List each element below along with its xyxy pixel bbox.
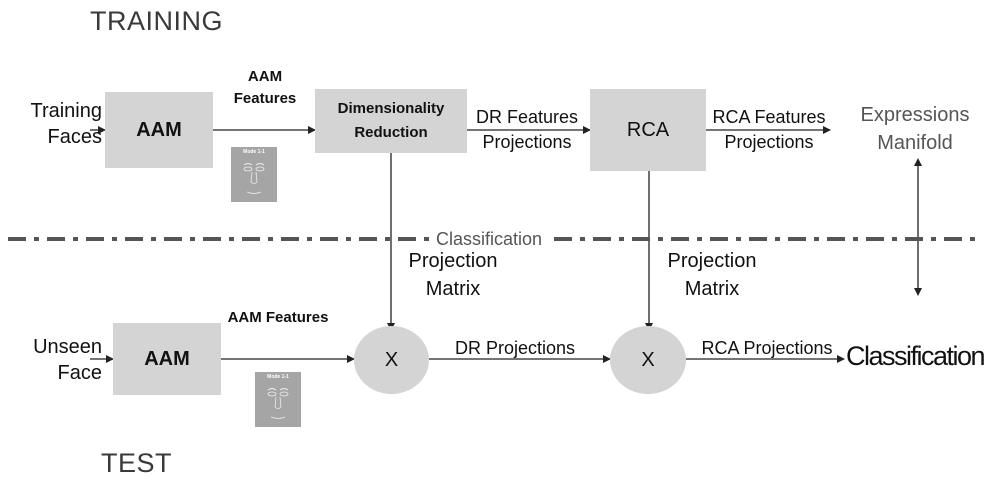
aam-training-box: AAM (105, 92, 213, 168)
training-heading: TRAINING (90, 6, 224, 36)
aam-face-thumbnail-test: Mode 1-1 (255, 372, 301, 427)
unseen-face-label: Unseen Face (33, 336, 102, 384)
dr-projection-matrix-label: Projection Matrix (408, 250, 498, 300)
aam-face-thumbnail-training: Mode 1-1 (231, 147, 277, 202)
multiply-node-rca: X (610, 326, 686, 394)
face-mesh-icon (267, 388, 289, 419)
training-faces-label: Training Faces (30, 100, 102, 148)
classification-output-label: Classification (846, 341, 986, 371)
thumbnail-caption: Mode 1-1 (267, 374, 289, 380)
classification-divider-label: Classification (430, 228, 549, 250)
rca-projection-matrix-label: Projection Matrix (667, 250, 757, 300)
multiply-node-dr: X (354, 326, 429, 394)
test-heading: TEST (101, 448, 173, 478)
dr-features-projections-label: DR Features Projections (475, 107, 579, 152)
dr-projections-label: DR Projections (454, 338, 576, 358)
rca-projections-label: RCA Projections (701, 338, 833, 358)
expressions-manifold-label: Expressions Manifold (860, 104, 970, 154)
aam-test-box: AAM (113, 323, 221, 395)
face-mesh-icon (243, 163, 265, 194)
rca-box: RCA (590, 89, 706, 171)
aam-features-label-test: AAM Features (227, 309, 329, 326)
rca-features-projections-label: RCA Features Projections (712, 107, 826, 152)
thumbnail-caption: Mode 1-1 (243, 149, 265, 155)
aam-features-label-training: AAM Features (233, 68, 297, 107)
dimensionality-reduction-box: Dimensionality Reduction (315, 89, 467, 153)
